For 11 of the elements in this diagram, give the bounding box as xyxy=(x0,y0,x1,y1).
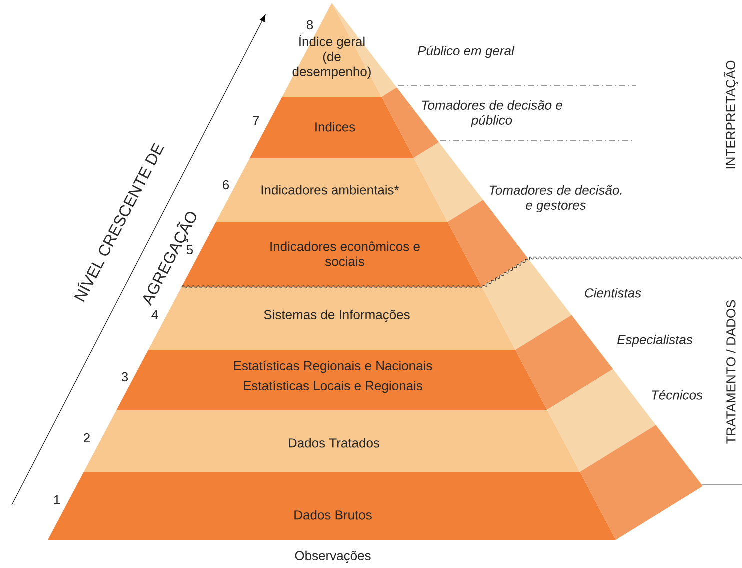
level-number: 2 xyxy=(84,433,90,443)
audience-label: Público em geral xyxy=(418,46,515,58)
level-number: 6 xyxy=(223,180,230,190)
level-number: 7 xyxy=(253,116,259,126)
level-number: 3 xyxy=(122,372,128,382)
level-number: 1 xyxy=(54,496,60,504)
section-label: TRATAMENTO / DADOS xyxy=(726,300,736,444)
audience-label: Cientistas xyxy=(585,288,642,298)
audience-label: Especialistas xyxy=(617,334,693,348)
section-label: INTERPRETAÇÃO xyxy=(724,60,738,169)
level-number: 8 xyxy=(306,20,314,30)
